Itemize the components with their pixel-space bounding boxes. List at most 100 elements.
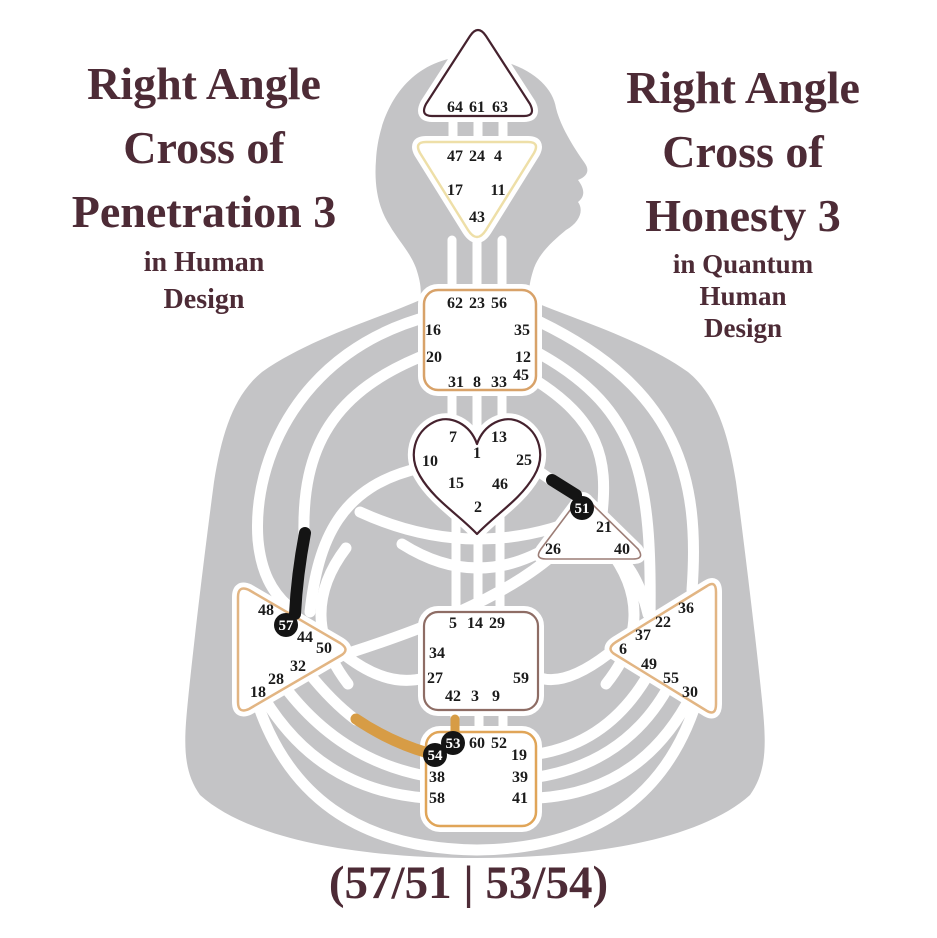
gate-35: 35 [514, 322, 530, 339]
gate-2: 2 [474, 499, 482, 516]
gate-53: 53 [446, 736, 461, 752]
gate-51-highlight [570, 496, 594, 520]
channel-18-58 [258, 692, 432, 804]
gate-57: 57 [279, 618, 295, 634]
gate-17: 17 [447, 182, 463, 199]
left-title-line: Cross of [123, 122, 285, 173]
gate-26: 26 [545, 541, 561, 558]
right-title-line: Honesty 3 [645, 190, 841, 241]
left-title-line: Right Angle [87, 58, 321, 109]
channel-45-21 [526, 372, 610, 520]
right-title-line: Cross of [662, 126, 824, 177]
gate-57-highlight [274, 613, 298, 637]
gate-24: 24 [469, 148, 485, 165]
g-center-border [412, 418, 542, 536]
channel-28-38 [278, 680, 432, 782]
gate-50: 50 [316, 640, 332, 657]
gate-54: 54 [428, 748, 444, 764]
gate-40: 40 [614, 541, 630, 558]
gate-42: 42 [445, 688, 461, 705]
gate-31: 31 [448, 374, 464, 391]
activation-black-20-57 [289, 527, 311, 620]
right-title: Right Angle Cross of Honesty 3 in Quantu… [558, 56, 928, 344]
gate-60: 60 [469, 735, 485, 752]
gate-58: 58 [429, 790, 445, 807]
gate-56: 56 [491, 295, 507, 312]
gate-62: 62 [447, 295, 463, 312]
channel-49-19 [532, 662, 658, 760]
gate-28: 28 [268, 671, 284, 688]
gate-44: 44 [297, 629, 313, 646]
gate-29: 29 [489, 615, 505, 632]
right-subtitle-line: Design [703, 313, 782, 343]
gate-20: 20 [426, 349, 442, 366]
ajna-center-border [416, 140, 538, 239]
highlight-layer [274, 496, 594, 767]
gate-39: 39 [512, 769, 528, 786]
gate-12: 12 [515, 349, 531, 366]
gate-45: 45 [513, 367, 529, 384]
activation-orange-32-54 [350, 713, 434, 759]
right-subtitle-line: Human [699, 281, 787, 311]
gate-59: 59 [513, 670, 529, 687]
gate-5: 5 [449, 615, 457, 632]
channel-12-22 [534, 348, 656, 624]
gate-61: 61 [469, 99, 485, 116]
channel-arc-under-root [248, 684, 706, 856]
gate-13: 13 [491, 429, 507, 446]
head-center-border [422, 28, 534, 118]
gate-30: 30 [682, 684, 698, 701]
gate-43: 43 [469, 209, 485, 226]
activation-layer [289, 474, 582, 759]
spleen-center-border [236, 587, 347, 712]
gate-34: 34 [429, 645, 445, 662]
sacral-center-border [422, 610, 540, 712]
gate-19: 19 [511, 747, 527, 764]
left-subtitle-line: in Human [143, 247, 265, 278]
gate-16: 16 [425, 322, 441, 339]
gate-64: 64 [447, 99, 463, 116]
gate-51: 51 [575, 501, 590, 517]
gate-52: 52 [491, 735, 507, 752]
gate-25: 25 [516, 452, 532, 469]
gate-49: 49 [641, 656, 657, 673]
activation-black-25-51 [546, 474, 582, 501]
root-center-border [424, 730, 538, 828]
gate-1: 1 [473, 445, 481, 462]
gate-47: 47 [447, 148, 463, 165]
gate-48: 48 [258, 602, 274, 619]
gate-10: 10 [422, 453, 438, 470]
gate-8: 8 [473, 374, 481, 391]
gate-55: 55 [663, 670, 679, 687]
channel-35-36 [534, 316, 699, 596]
gate-53-highlight [441, 731, 465, 755]
gate-63: 63 [492, 99, 508, 116]
gate-3: 3 [471, 688, 479, 705]
gate-7: 7 [449, 429, 457, 446]
gate-27: 27 [427, 670, 443, 687]
gate-33: 33 [491, 374, 507, 391]
cross-notation: (57/51 | 53/54) [328, 857, 609, 909]
channel-20-57-white [298, 346, 439, 541]
gate-4: 4 [494, 148, 502, 165]
gate-54-highlight [423, 743, 447, 767]
gate-36: 36 [678, 600, 694, 617]
gate-11: 11 [490, 182, 505, 199]
left-title: Right Angle Cross of Penetration 3 in Hu… [18, 52, 390, 318]
gate-37: 37 [635, 627, 651, 644]
gate-23: 23 [469, 295, 485, 312]
gate-14: 14 [467, 615, 483, 632]
gate-6: 6 [619, 641, 627, 658]
channel-6-59 [534, 648, 614, 686]
gate-22: 22 [655, 614, 671, 631]
channel-30-41 [532, 688, 698, 804]
solar-plexus-center-border [609, 582, 718, 714]
gate-32: 32 [290, 658, 306, 675]
gate-46: 46 [492, 476, 508, 493]
gate-18: 18 [250, 684, 266, 701]
channel-27-50 [340, 650, 430, 686]
channel-55-39 [532, 674, 678, 783]
right-subtitle-line: in Quantum [672, 249, 814, 279]
